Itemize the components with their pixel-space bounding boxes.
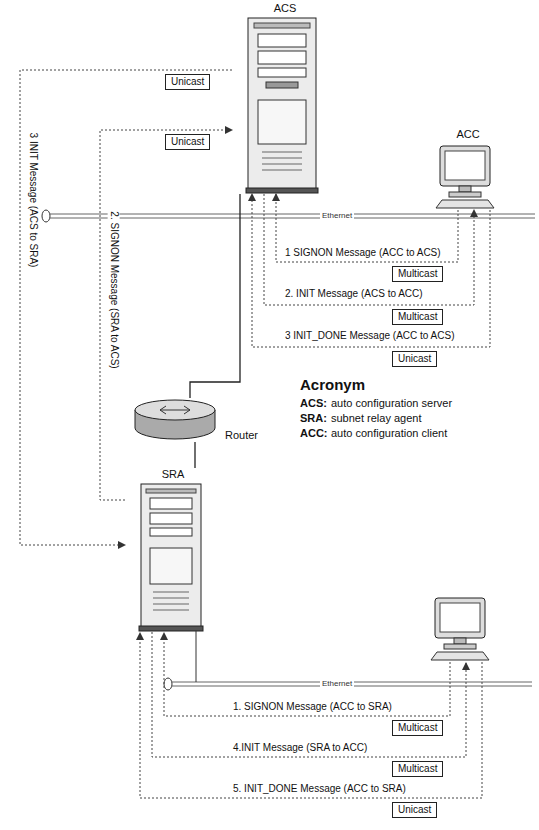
- drive-bay: [150, 513, 192, 524]
- cable-label: Ethernet: [320, 679, 354, 689]
- floppy-slot: [266, 82, 298, 88]
- message-label: 2. SIGNON Message (SRA to ACS): [107, 210, 119, 369]
- cable-line: [50, 214, 535, 218]
- front-panel: [150, 548, 192, 584]
- sra-tower: [139, 484, 203, 631]
- tower-case: [248, 18, 316, 190]
- node-label: ACS: [232, 2, 338, 15]
- legend-heading: Acronym: [300, 376, 365, 394]
- unicast-tag: Unicast: [392, 802, 437, 818]
- node-label: SRA: [125, 468, 221, 481]
- cable-label: Ethernet: [320, 211, 354, 221]
- multicast-tag: Multicast: [392, 266, 443, 282]
- monitor-neck: [454, 638, 466, 644]
- node-label: Multicast: [398, 311, 437, 323]
- message-line: [100, 130, 232, 500]
- node-label: Multicast: [398, 763, 437, 775]
- message-label: 3 INIT_DONE Message (ACC to ACS): [284, 330, 456, 342]
- message-line: [152, 632, 466, 757]
- bottom-message-lines: [140, 632, 482, 798]
- router-symbol: [135, 400, 215, 439]
- tower-base: [139, 626, 203, 631]
- multicast-tag: Multicast: [392, 309, 443, 325]
- message-line: [164, 633, 450, 716]
- node-label: Multicast: [398, 268, 437, 280]
- acs-server: ACS: [232, 2, 338, 194]
- acronym-key: SRA:: [300, 412, 327, 425]
- sra-drop-wire: [196, 631, 197, 682]
- acc-computer: ACC: [425, 128, 511, 210]
- node-label: Unicast: [171, 76, 204, 88]
- node-label: Unicast: [171, 136, 204, 148]
- node-label: ACC: [425, 128, 511, 141]
- acs-tower: [246, 18, 318, 193]
- drive-bay: [258, 68, 306, 77]
- message-label: 2. INIT Message (ACS to ACC): [284, 288, 424, 300]
- multicast-tag: Multicast: [392, 761, 443, 777]
- cable-terminator: [42, 210, 50, 222]
- drive-bay: [258, 51, 306, 64]
- monitor: [435, 598, 485, 638]
- unicast-tag: Unicast: [392, 351, 437, 367]
- multicast-tag: Multicast: [392, 720, 443, 736]
- tower-case: [141, 484, 201, 628]
- network-link: [194, 442, 195, 468]
- monitor-base: [444, 644, 476, 649]
- drive-bay: [150, 498, 192, 509]
- monitor: [440, 146, 490, 186]
- acronym-key: ACC:: [300, 427, 328, 440]
- keyboard: [431, 652, 489, 660]
- acc-computer-bottom: [431, 598, 489, 660]
- vent-lines: [262, 152, 302, 170]
- acronym-text: auto configuration server: [331, 397, 452, 410]
- message-line: [276, 194, 458, 262]
- message-line: [20, 70, 232, 545]
- unicast-tag: Unicast: [165, 134, 210, 150]
- node-label: Unicast: [398, 804, 431, 816]
- keyboard: [436, 200, 494, 208]
- screen: [445, 151, 485, 180]
- message-label: 3 INIT Message (ACS to SRA): [27, 132, 39, 269]
- network-link: [190, 194, 240, 398]
- monitor-base: [449, 192, 481, 197]
- message-line: [140, 633, 482, 798]
- vent-lines: [153, 592, 189, 610]
- sra-server: SRA: [125, 468, 221, 632]
- message-line: [264, 194, 474, 305]
- node-label: Unicast: [398, 353, 431, 365]
- message-label: 1. SIGNON Message (ACC to SRA): [232, 701, 393, 713]
- message-label: 1 SIGNON Message (ACC to ACS): [284, 247, 442, 259]
- tower-base: [246, 188, 318, 193]
- router-arrows: [160, 406, 190, 414]
- tower-strip: [254, 23, 310, 28]
- message-label: 5. INIT_DONE Message (ACC to SRA): [232, 783, 407, 795]
- node-label: Router: [225, 429, 258, 442]
- drive-bay: [258, 34, 306, 47]
- node-label: Multicast: [398, 722, 437, 734]
- message-line: [252, 194, 490, 347]
- tower-strip: [146, 489, 196, 493]
- ethernet-cable: [42, 210, 535, 690]
- front-panel: [258, 100, 306, 144]
- acc-computer-top: [436, 146, 494, 208]
- unicast-tag: Unicast: [165, 74, 210, 90]
- message-label: 4.INIT Message (SRA to ACC): [232, 742, 368, 754]
- acronym-text: subnet relay agent: [331, 412, 422, 425]
- acronym-text: auto configuration client: [331, 427, 447, 440]
- router-top: [135, 400, 215, 420]
- cable-terminator: [164, 678, 172, 690]
- drive-bay: [150, 528, 192, 536]
- monitor-neck: [459, 186, 471, 192]
- screen: [440, 603, 480, 632]
- acronym-key: ACS:: [300, 397, 327, 410]
- router: Router: [135, 398, 265, 442]
